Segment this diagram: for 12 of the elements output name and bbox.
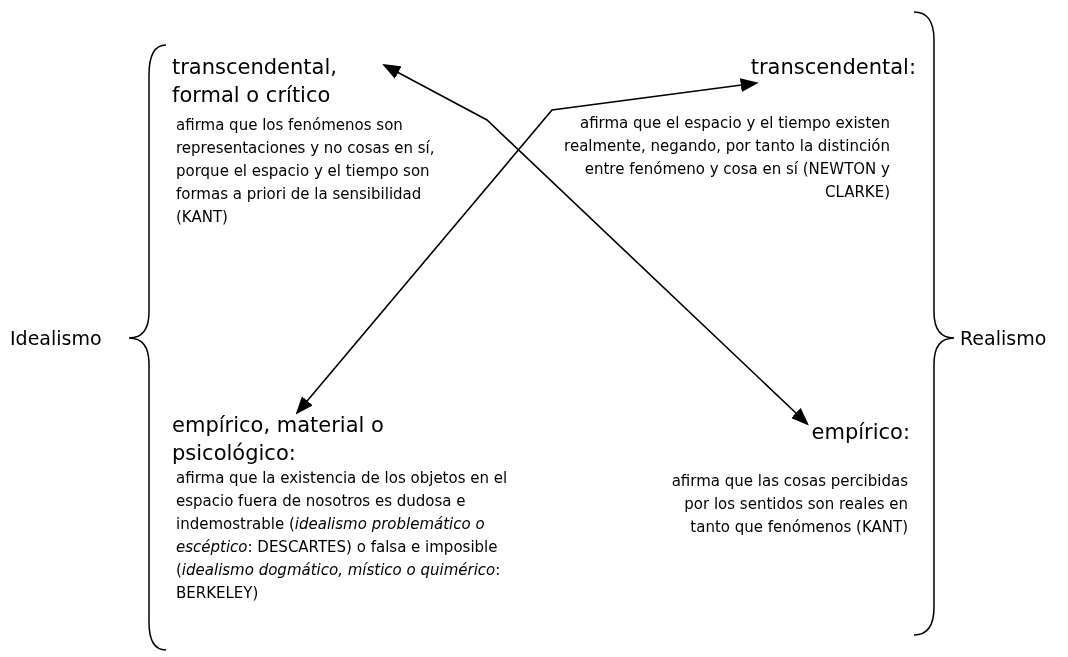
description-text: afirma que el espacio y el tiempo existen realmente, negando, por tanto la distinción entre fenómeno y cosa en sí (NEWTON y CLARKE) (563, 113, 891, 203)
description-text: afirma que los fenómenos son representaciones y no cosas en sí, porque el espacio y el tiempo son formas a priori de la sensibilidad (KANT) (175, 115, 436, 228)
arrow (295, 78, 759, 415)
category-heading: transcendental, formal o crítico (172, 54, 338, 109)
description-text: afirma que las cosas percibidas por los sentidos son reales en tanto que fenómenos (KANT) (670, 471, 909, 538)
category-heading: transcendental: (750, 54, 916, 81)
group-label: Idealismo (10, 326, 102, 350)
group-label: Realismo (960, 326, 1047, 350)
description-text: afirma que la existencia de los objetos en el espacio fuera de nosotros es dudosa e indemostrable (idealismo problemático o escéptico: DESCARTES) o falsa e imposible (idealismo dogmático, místico o quimérico: BERKELEY) (175, 468, 509, 604)
category-heading: empírico, material o psicológico: (172, 412, 385, 467)
arrow (382, 64, 809, 426)
category-heading: empírico: (811, 419, 910, 446)
